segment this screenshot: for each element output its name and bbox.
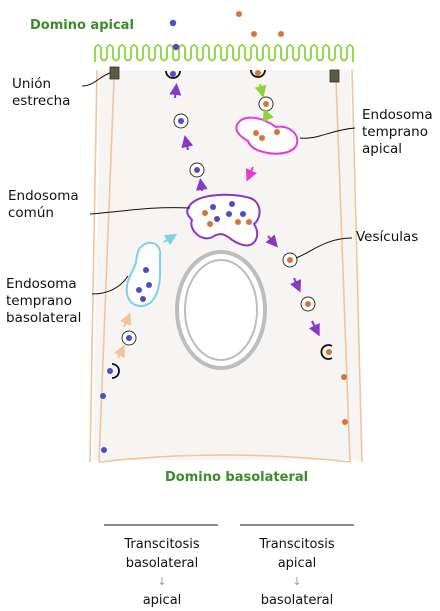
- vesicle: [301, 297, 315, 311]
- cargo-orange: [259, 135, 265, 141]
- cargo-orange: [342, 419, 348, 425]
- cargo-orange: [326, 349, 332, 355]
- down-arrow-icon: ↓: [102, 573, 222, 591]
- legend-apical-target: basolateral: [237, 591, 357, 610]
- cargo-orange: [278, 31, 284, 37]
- cargo-blue: [170, 71, 176, 77]
- tight-junction-left: [110, 67, 119, 79]
- vesicle: [259, 97, 273, 111]
- cargo-blue: [210, 204, 216, 210]
- endosoma-temprano-apical-label: Endosoma temprano apical: [362, 107, 433, 158]
- cargo-orange: [274, 129, 280, 135]
- legend-apical-transcytosis: Transcitosis apical ↓ basolateral: [237, 535, 357, 610]
- cargo-orange: [202, 210, 208, 216]
- vesiculas-label: Vesículas: [356, 229, 418, 246]
- cargo-orange: [255, 70, 261, 76]
- legend-basolateral-subtitle: basolateral: [102, 554, 222, 573]
- cargo-blue: [140, 296, 146, 302]
- cargo-blue: [101, 447, 107, 453]
- cargo-blue: [146, 282, 152, 288]
- legend-basolateral-transcytosis: Transcitosis basolateral ↓ apical: [102, 535, 222, 610]
- apical-domain-label: Domino apical: [30, 18, 134, 33]
- cargo-blue: [107, 368, 113, 374]
- endosoma-temprano-basolateral-label: Endosoma temprano basolateral: [6, 276, 81, 327]
- cargo-orange: [207, 221, 213, 227]
- nucleus-inner: [185, 260, 257, 360]
- cargo-blue: [136, 287, 142, 293]
- union-estrecha-label: Unión estrecha: [12, 76, 70, 110]
- cargo-orange: [246, 219, 252, 225]
- legend-basolateral-title: Transcitosis: [102, 535, 222, 554]
- cargo-blue: [170, 20, 176, 26]
- vesicle: [122, 331, 136, 345]
- cargo-blue: [226, 211, 232, 217]
- basolateral-domain-label: Domino basolateral: [165, 470, 308, 485]
- tight-junction-right: [330, 70, 339, 82]
- cargo-blue: [143, 267, 149, 273]
- microvilli: [95, 45, 353, 62]
- arrow-purple: [175, 89, 176, 98]
- down-arrow-icon: ↓: [237, 573, 357, 591]
- legend-apical-subtitle: apical: [237, 554, 357, 573]
- cargo-orange: [235, 219, 241, 225]
- vesicle: [190, 163, 204, 177]
- legend-apical-title: Transcitosis: [237, 535, 357, 554]
- vesicle: [283, 253, 297, 267]
- arrow-purple: [201, 184, 202, 191]
- cargo-blue: [100, 393, 106, 399]
- cargo-blue: [229, 201, 235, 207]
- cargo-blue: [240, 211, 246, 217]
- cargo-blue: [173, 44, 179, 50]
- cargo-orange: [251, 31, 257, 37]
- cargo-orange: [341, 374, 347, 380]
- cargo-blue: [214, 216, 220, 222]
- legend-basolateral-target: apical: [102, 591, 222, 610]
- endosoma-comun-label: Endosoma común: [8, 188, 79, 222]
- vesicle: [174, 114, 188, 128]
- cargo-orange: [236, 11, 242, 17]
- cargo-orange: [253, 130, 259, 136]
